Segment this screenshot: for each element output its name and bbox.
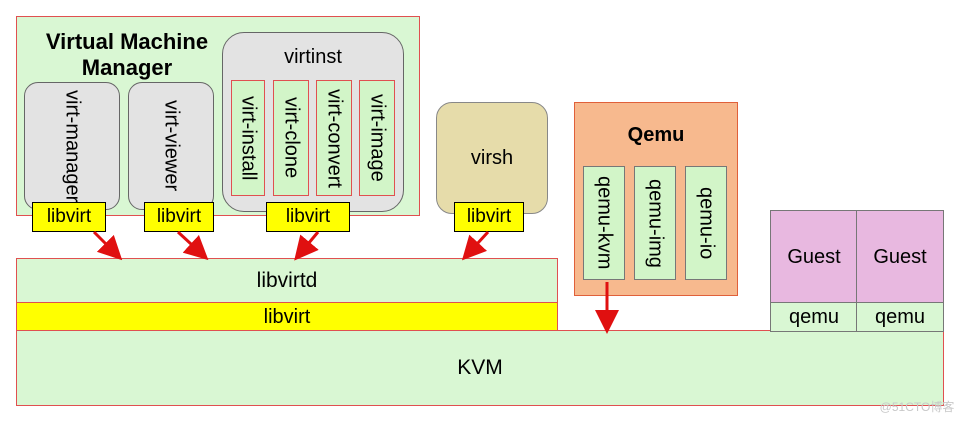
virt-convert-label: virt-convert — [323, 88, 346, 188]
guest-box-1: Guest — [770, 210, 858, 304]
virt-manager-box: virt-manager — [24, 82, 120, 210]
virt-clone-box: virt-clone — [273, 80, 309, 196]
libvirt-tag-virtinst: libvirt — [266, 202, 350, 232]
qemu-kvm-box: qemu-kvm — [583, 166, 625, 280]
virsh-box: virsh — [436, 102, 548, 214]
virt-install-box: virt-install — [231, 80, 265, 196]
qemu-img-label: qemu-img — [644, 178, 667, 268]
qemu-img-box: qemu-img — [634, 166, 676, 280]
virt-convert-box: virt-convert — [316, 80, 352, 196]
guest-box-2: Guest — [856, 210, 944, 304]
qemu-io-label: qemu-io — [695, 186, 718, 260]
arrow-virsh — [461, 230, 490, 261]
qemu-title: Qemu — [627, 123, 685, 146]
libvirtd-layer: libvirtd — [16, 258, 558, 304]
virt-install-label: virt-install — [237, 95, 260, 181]
arrow-virtinst — [294, 231, 320, 261]
arrow-virt-manager — [92, 230, 123, 261]
virt-viewer-label: virt-viewer — [160, 100, 183, 192]
kvm-layer: KVM — [16, 330, 944, 406]
qemu-io-box: qemu-io — [685, 166, 727, 280]
virt-image-label: virt-image — [366, 94, 389, 182]
virt-clone-label: virt-clone — [280, 97, 303, 179]
libvirt-tag-virt-manager: libvirt — [32, 202, 106, 232]
watermark: @51CTO博客 — [879, 399, 955, 414]
virt-image-box: virt-image — [359, 80, 395, 196]
vmm-title: Virtual Machine Manager — [45, 29, 209, 80]
virt-manager-label: virt-manager — [61, 89, 84, 203]
qemu-kvm-label: qemu-kvm — [593, 176, 616, 270]
libvirt-library-layer: libvirt — [16, 302, 558, 332]
virt-viewer-box: virt-viewer — [128, 82, 214, 210]
libvirt-tag-virt-viewer: libvirt — [144, 202, 214, 232]
virtinst-title: virtinst — [284, 45, 342, 68]
arrow-virt-viewer — [176, 230, 209, 261]
guest-qemu-2: qemu — [856, 302, 944, 332]
libvirt-tag-virsh: libvirt — [454, 202, 524, 232]
